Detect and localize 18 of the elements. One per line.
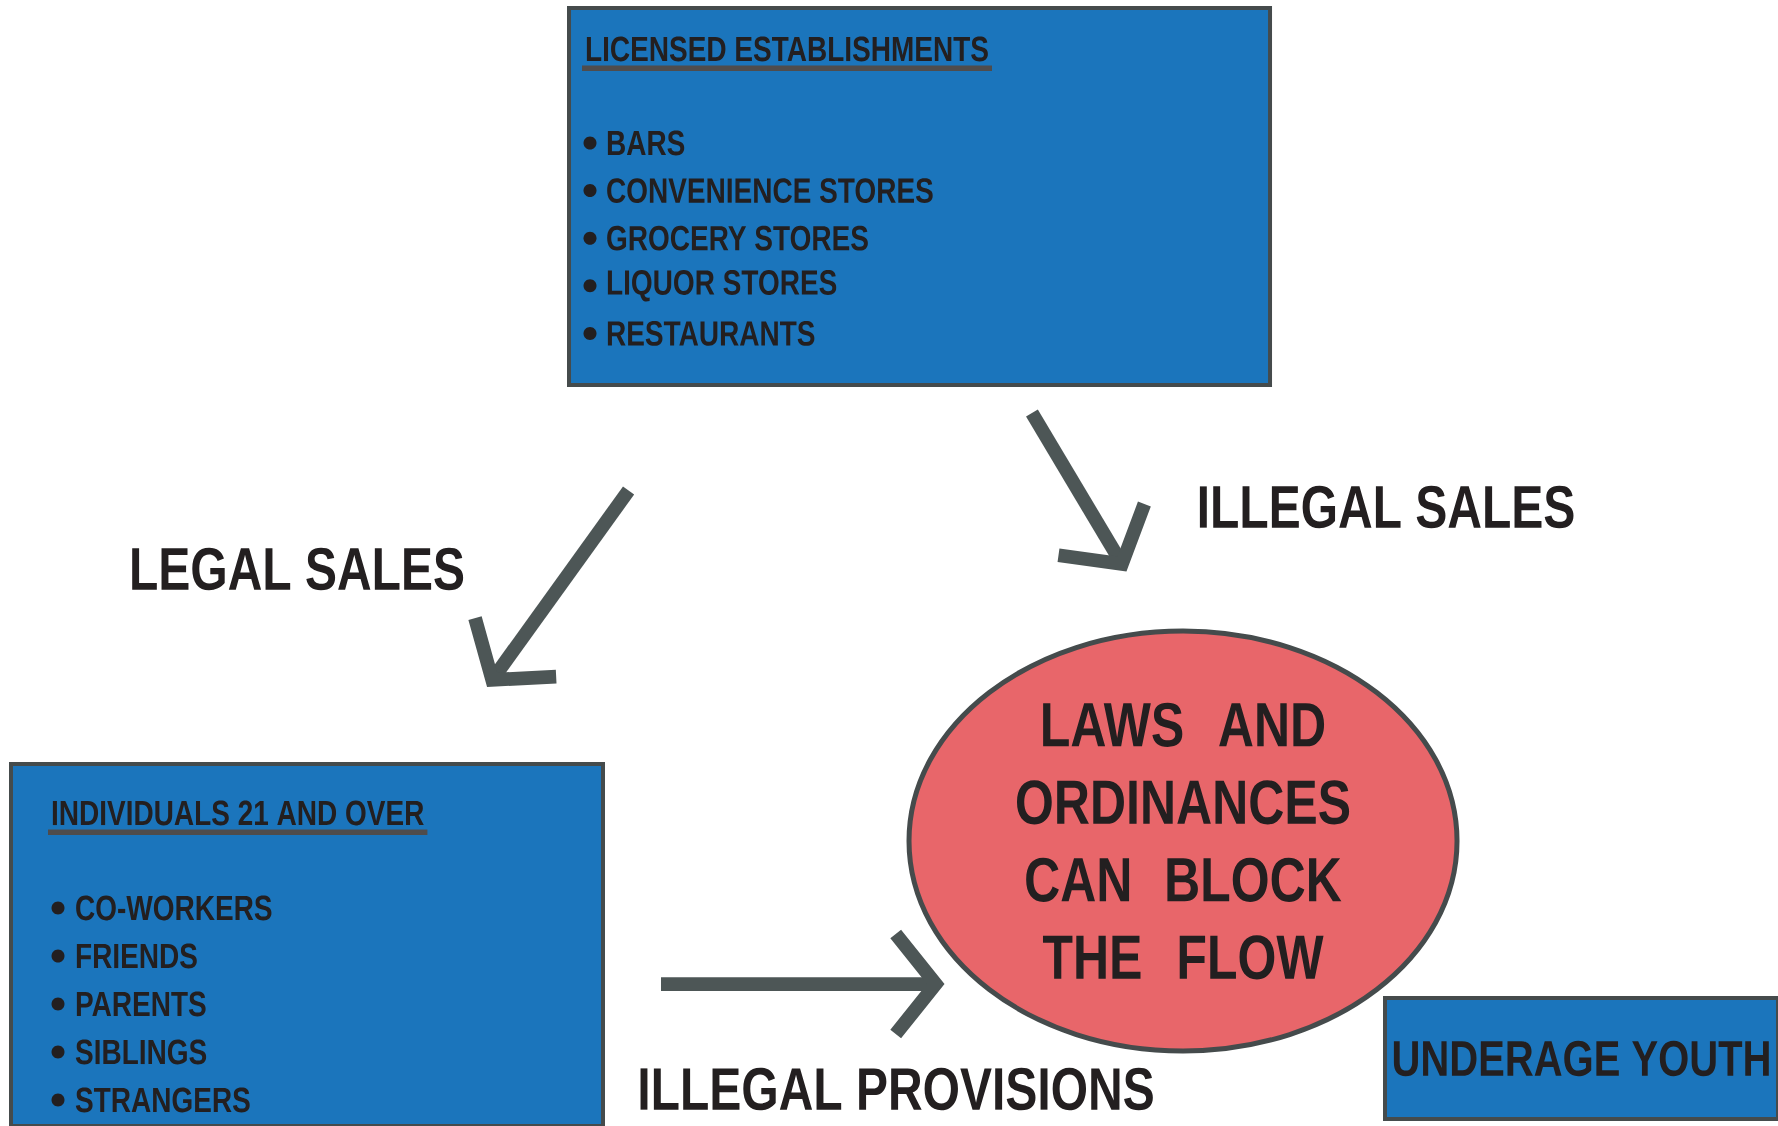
arrow: [661, 929, 945, 1039]
list-item: RESTAURANTS: [607, 321, 815, 346]
underlined-heading: INDIVIDUALS 21 AND OVER: [48, 800, 428, 835]
list-item: SIBLINGS: [75, 1039, 207, 1065]
underlined-heading: LICENSED ESTABLISHMENTS: [582, 36, 992, 71]
list-item: LIQUOR STORES: [607, 270, 837, 302]
list-item: FRIENDS: [76, 943, 197, 969]
list-item: PARENTS: [76, 991, 206, 1017]
list-item: BARS: [607, 130, 685, 156]
list-item: CO-WORKERS: [76, 895, 272, 921]
edge-label: ILLEGAL PROVISIONS: [634, 1065, 1158, 1113]
edge-label: ILLEGAL SALES: [1194, 483, 1578, 531]
list-item: STRANGERS: [75, 1087, 250, 1113]
arrow: [468, 486, 635, 687]
list-item: GROCERY STORES: [607, 225, 868, 251]
list-item: CONVENIENCE STORES: [607, 178, 933, 203]
edge-label: LEGAL SALES: [126, 545, 468, 593]
youth-box: UNDERAGE YOUTH: [1383, 996, 1778, 1121]
